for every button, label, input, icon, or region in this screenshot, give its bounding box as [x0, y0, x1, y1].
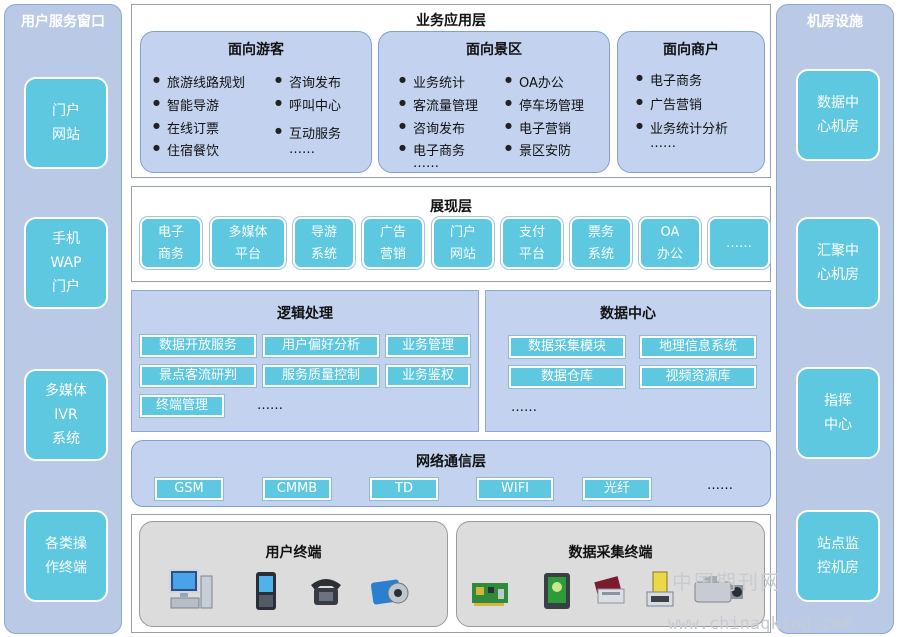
logic-more: …… [257, 398, 283, 413]
telephone-icon [311, 579, 341, 605]
mobile-phone-icon [256, 572, 276, 610]
scenic-box: 面向景区 业务统计 客流量管理 咨询发布 电子商务 OA办公 停车场管理 电子营… [378, 31, 610, 173]
collection-terminal-box: 数据采集终端 [456, 521, 765, 627]
tourist-box: 面向游客 旅游线路规划 智能导游 在线订票 住宿餐饮 咨询发布 呼叫中心 互动服… [140, 31, 372, 173]
business-auth-chip[interactable]: 业务鉴权 [386, 365, 470, 387]
tourist-item: 互动服务 [275, 123, 341, 142]
more-card[interactable]: …… [708, 217, 770, 269]
scenic-title: 面向景区 [466, 42, 522, 58]
logic-title: 逻辑处理 [277, 306, 333, 322]
site-monitor-room-card[interactable]: 站点监 控机房 [796, 510, 880, 602]
wifi-chip[interactable]: WIFI [477, 478, 553, 500]
operation-terminals-card[interactable]: 各类操 作终端 [24, 510, 108, 602]
user-preference-chip[interactable]: 用户偏好分析 [263, 335, 379, 357]
presentation-layer-title: 展现层 [430, 199, 472, 215]
data-collection-chip[interactable]: 数据采集模块 [509, 336, 625, 358]
circuit-board-icon [472, 583, 508, 606]
tourist-item: 咨询发布 [275, 72, 341, 91]
watermark-cn: 中国期刊网 [672, 570, 782, 594]
scenic-item: 电子商务 [399, 140, 465, 159]
tourist-item: 住宿餐饮 [153, 140, 219, 159]
scenic-item: 业务统计 [399, 72, 465, 91]
data-center-title: 数据中心 [600, 306, 656, 322]
cmmb-chip[interactable]: CMMB [263, 478, 331, 500]
merchant-box: 面向商户 电子商务 广告营销 业务统计分析 …… [617, 31, 765, 173]
data-warehouse-chip[interactable]: 数据仓库 [509, 366, 625, 388]
facility-column: 机房设施 数据中 心机房 汇聚中 心机房 指挥 中心 站点监 控机房 [776, 4, 894, 634]
tourist-item: 旅游线路规划 [153, 72, 245, 91]
scenic-item: 电子营销 [505, 118, 571, 137]
tour-guide-system-card[interactable]: 导游 系统 [293, 217, 355, 269]
user-service-window-title: 用户服务窗口 [21, 14, 105, 30]
pos-terminal-icon [594, 576, 625, 604]
device-software-icon [370, 579, 409, 605]
data-center-layer: 数据中心 [485, 290, 771, 432]
data-center-more: …… [511, 400, 537, 415]
video-library-chip[interactable]: 视频资源库 [640, 366, 756, 388]
gis-chip[interactable]: 地理信息系统 [640, 336, 756, 358]
handheld-terminal-icon [646, 571, 674, 607]
service-quality-chip[interactable]: 服务质量控制 [263, 365, 379, 387]
scenic-item: 客流量管理 [399, 95, 478, 114]
card-reader-icon [544, 573, 570, 609]
data-center-room-card[interactable]: 数据中 心机房 [796, 69, 880, 161]
merchant-title: 面向商户 [663, 42, 719, 58]
tourist-more: …… [289, 142, 315, 157]
tourist-title: 面向游客 [228, 42, 284, 58]
network-more: …… [707, 478, 733, 493]
ad-marketing-card[interactable]: 广告 营销 [362, 217, 424, 269]
scenic-item: 咨询发布 [399, 118, 465, 137]
td-chip[interactable]: TD [370, 478, 438, 500]
tourist-item: 在线订票 [153, 118, 219, 137]
scenic-more: …… [413, 156, 439, 171]
merchant-more: …… [650, 136, 676, 151]
portal-website-card[interactable]: 门户 网站 [24, 77, 108, 169]
command-center-card[interactable]: 指挥 中心 [796, 367, 880, 459]
data-open-service-chip[interactable]: 数据开放服务 [140, 335, 256, 357]
business-layer: 业务应用层 面向游客 旅游线路规划 智能导游 在线订票 住宿餐饮 咨询发布 呼叫… [131, 4, 771, 178]
business-management-chip[interactable]: 业务管理 [386, 335, 470, 357]
merchant-item: 广告营销 [636, 94, 702, 113]
watermark-url: www.chinaqking.com [668, 614, 853, 634]
business-layer-title: 业务应用层 [416, 13, 486, 29]
portal-card[interactable]: 门户 网站 [432, 217, 494, 269]
payment-platform-card[interactable]: 支付 平台 [501, 217, 563, 269]
ticketing-system-card[interactable]: 票务 系统 [570, 217, 632, 269]
tourist-item: 智能导游 [153, 95, 219, 114]
terminal-management-chip[interactable]: 终端管理 [140, 395, 224, 417]
oa-office-card[interactable]: OA 办公 [639, 217, 701, 269]
collection-terminal-title: 数据采集终端 [568, 545, 653, 561]
tourist-item: 呼叫中心 [275, 95, 341, 114]
ecommerce-card[interactable]: 电子 商务 [140, 217, 202, 269]
facility-title: 机房设施 [807, 14, 863, 30]
multimedia-ivr-card[interactable]: 多媒体 IVR 系统 [24, 369, 108, 461]
merchant-item: 业务统计分析 [636, 118, 728, 137]
desktop-computer-icon [169, 569, 213, 609]
user-service-window-column: 用户服务窗口 门户 网站 手机 WAP 门户 多媒体 IVR 系统 各类操 作终… [4, 4, 122, 634]
gsm-chip[interactable]: GSM [155, 478, 223, 500]
multimedia-platform-card[interactable]: 多媒体 平台 [210, 217, 286, 269]
scenic-item: 景区安防 [505, 140, 571, 159]
merchant-item: 电子商务 [636, 70, 702, 89]
network-layer: 网络通信层 [131, 440, 771, 507]
network-title: 网络通信层 [416, 454, 486, 470]
mobile-wap-portal-card[interactable]: 手机 WAP 门户 [24, 217, 108, 309]
fiber-chip[interactable]: 光纤 [583, 478, 651, 500]
aggregation-room-card[interactable]: 汇聚中 心机房 [796, 217, 880, 309]
user-terminal-title: 用户终端 [265, 545, 322, 561]
visitor-flow-chip[interactable]: 景点客流研判 [140, 365, 256, 387]
video-camera-icon [694, 576, 743, 603]
scenic-item: 停车场管理 [505, 95, 584, 114]
scenic-item: OA办公 [505, 72, 564, 91]
